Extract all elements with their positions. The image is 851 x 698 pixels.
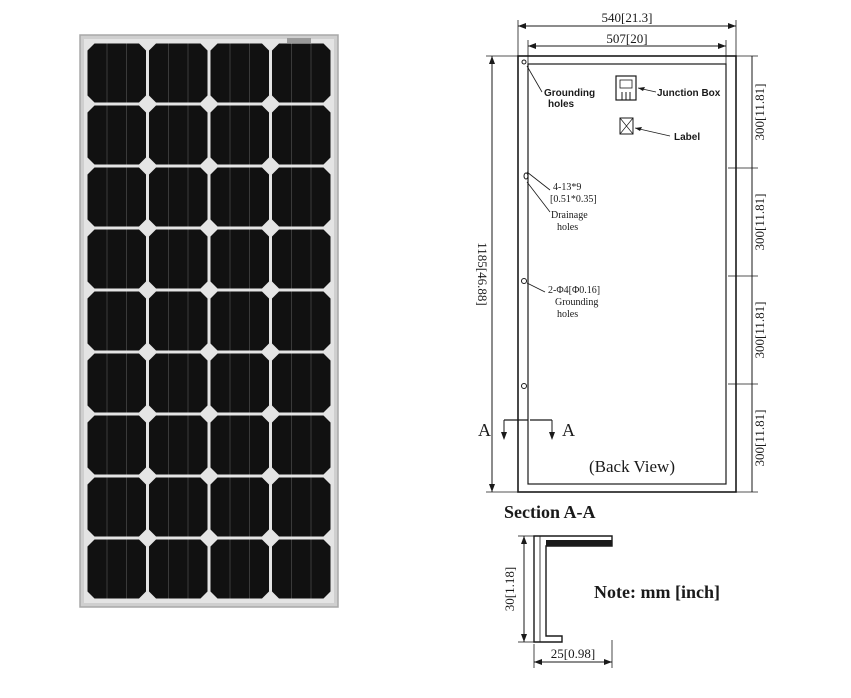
grounding-name-2: holes — [557, 309, 578, 320]
section-title: Section A-A — [504, 502, 596, 522]
solar-cell — [210, 167, 269, 227]
segment-label-2: 300[11.81] — [752, 194, 767, 251]
units-note: Note: mm [inch] — [594, 582, 720, 602]
solar-cell — [210, 539, 269, 599]
junction-box-label: Junction Box — [657, 88, 721, 99]
drainage-name-2: holes — [557, 222, 578, 233]
solar-cell — [149, 415, 208, 475]
grounding-hole-icon — [521, 383, 527, 389]
solar-cell — [87, 43, 146, 103]
solar-cell — [272, 167, 331, 227]
solar-cell — [87, 167, 146, 227]
solar-cell — [87, 229, 146, 289]
solar-cell — [149, 353, 208, 413]
back-view-caption: (Back View) — [589, 457, 675, 476]
back-view-inner-frame — [527, 63, 727, 485]
segment-label-1: 300[11.81] — [752, 84, 767, 141]
solar-cell — [210, 229, 269, 289]
solar-cell — [149, 477, 208, 537]
solar-cell — [149, 291, 208, 351]
solar-cell — [210, 291, 269, 351]
drainage-hole-icon — [523, 172, 529, 180]
section-width-label: 25[0.98] — [551, 646, 595, 661]
solar-cell — [149, 539, 208, 599]
width-inner-label: 507[20] — [606, 31, 647, 46]
solar-cell — [87, 353, 146, 413]
back-view-drawing — [486, 20, 758, 493]
solar-cell — [272, 43, 331, 103]
grounding-hole-icon — [521, 278, 527, 284]
solar-cell — [272, 477, 331, 537]
laminate-glass — [546, 540, 612, 546]
solar-cell — [272, 539, 331, 599]
drainage-spec-2: [0.51*0.35] — [550, 194, 597, 205]
solar-cell — [210, 477, 269, 537]
solar-cell — [272, 353, 331, 413]
solar-cell — [210, 353, 269, 413]
width-outer-label: 540[21.3] — [602, 10, 653, 25]
label-callout: Label — [674, 132, 700, 143]
solar-cell — [149, 43, 208, 103]
solar-cell — [149, 229, 208, 289]
solar-cell — [87, 477, 146, 537]
solar-cell — [210, 43, 269, 103]
solar-cell — [87, 105, 146, 165]
grounding-holes-top-label-2: holes — [548, 99, 575, 110]
section-marker-left: A — [478, 420, 491, 440]
solar-cell — [149, 167, 208, 227]
solar-cell — [87, 291, 146, 351]
section-marker-right: A — [562, 420, 575, 440]
frame-profile-shape — [533, 535, 613, 643]
solar-cell — [87, 415, 146, 475]
grounding-spec: 2-Φ4[Φ0.16] — [548, 285, 600, 296]
solar-panel-photo — [79, 34, 339, 608]
solar-cell — [87, 539, 146, 599]
section-height-label: 30[1.18] — [502, 567, 517, 611]
grounding-holes-top-label-1: Grounding — [544, 88, 595, 99]
segment-label-3: 300[11.81] — [752, 302, 767, 359]
section-profile — [518, 535, 613, 668]
solar-cell — [272, 229, 331, 289]
solar-cell — [210, 415, 269, 475]
segment-label-4: 300[11.81] — [752, 410, 767, 467]
drainage-name-1: Drainage — [551, 210, 588, 221]
panel-nameplate-tab — [287, 38, 311, 43]
grounding-hole-icon — [521, 59, 527, 65]
solar-cell — [272, 291, 331, 351]
solar-cell — [272, 415, 331, 475]
solar-cell — [149, 105, 208, 165]
grounding-name-1: Grounding — [555, 297, 598, 308]
solar-cell — [272, 105, 331, 165]
solar-cell — [210, 105, 269, 165]
back-view-outer-frame — [517, 55, 737, 493]
height-label: 1185[46.88] — [475, 242, 490, 305]
panel-cells — [87, 43, 331, 599]
drainage-spec-1: 4-13*9 — [553, 182, 581, 193]
label-icon — [619, 117, 634, 135]
